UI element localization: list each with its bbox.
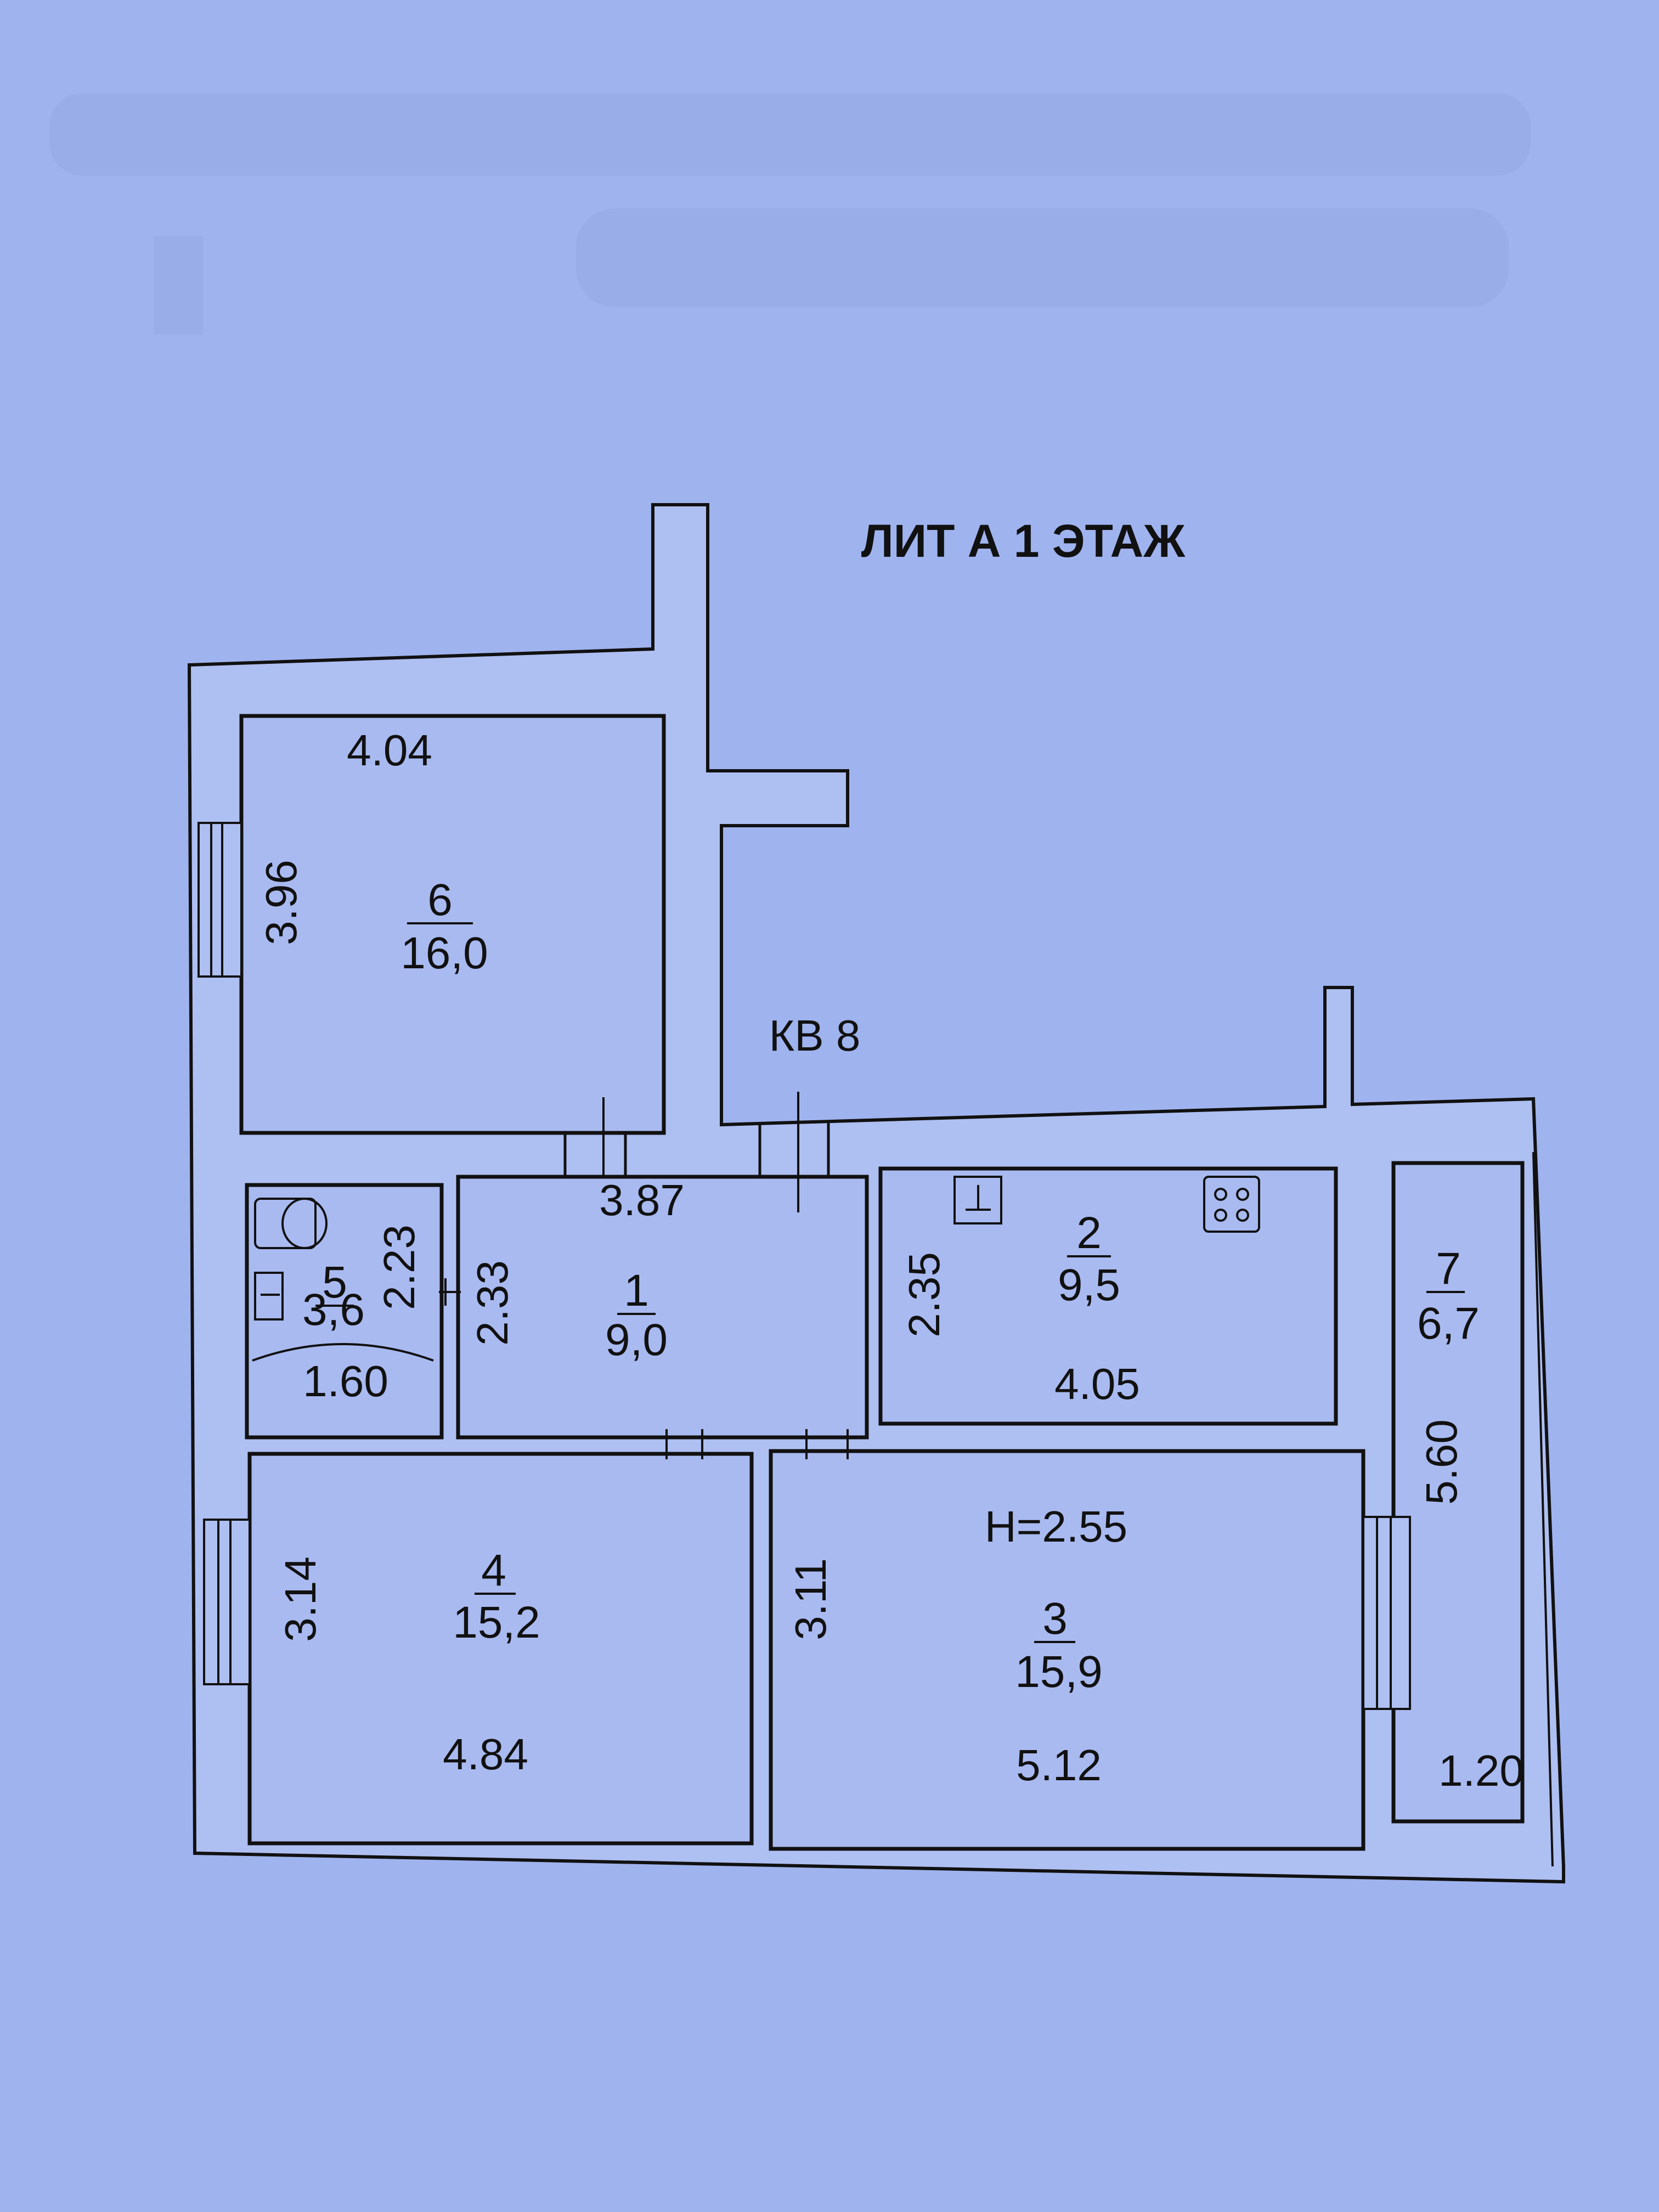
room-3-width: 5.12 bbox=[1016, 1741, 1102, 1790]
toilet-icon bbox=[254, 1198, 328, 1249]
room-7-area: 6,7 bbox=[1417, 1299, 1480, 1348]
doorway-5-1 bbox=[439, 1278, 461, 1306]
room-6-height: 3.96 bbox=[257, 860, 306, 945]
room-5-area: 3,6 bbox=[302, 1285, 365, 1335]
room-1-area: 9,0 bbox=[605, 1315, 668, 1365]
room-1-height: 2.33 bbox=[468, 1260, 517, 1346]
room-7-number: 7 bbox=[1436, 1244, 1461, 1294]
room-1-number: 1 bbox=[624, 1266, 649, 1316]
window-room-6 bbox=[198, 822, 242, 978]
room-1-width: 3.87 bbox=[599, 1176, 685, 1224]
room-4-width: 4.84 bbox=[443, 1730, 528, 1779]
ceiling-height-label: H=2.55 bbox=[985, 1502, 1127, 1551]
room-5-width: 1.60 bbox=[303, 1357, 388, 1406]
doorway-1-4 bbox=[665, 1429, 703, 1459]
room-number-bars bbox=[315, 922, 1465, 1643]
stove-icon bbox=[1203, 1176, 1260, 1233]
doorway-1-3 bbox=[805, 1429, 849, 1459]
room-6-number: 6 bbox=[427, 875, 453, 925]
outer-wall-inner-line bbox=[1532, 1152, 1554, 1867]
room-2-height: 2.35 bbox=[900, 1252, 949, 1338]
room-4-height: 3.14 bbox=[276, 1556, 325, 1642]
room-4-number: 4 bbox=[481, 1545, 506, 1595]
window-room-3 bbox=[1362, 1516, 1411, 1710]
room-6-width: 4.04 bbox=[347, 726, 432, 775]
bleed-through bbox=[49, 93, 1531, 335]
room-7-height: 5.60 bbox=[1417, 1419, 1466, 1505]
plan-title: ЛИТ А 1 ЭТАЖ bbox=[861, 515, 1186, 567]
room-5-height: 2.23 bbox=[375, 1224, 424, 1310]
room-4 bbox=[247, 1452, 754, 1846]
room-7-width: 1.20 bbox=[1438, 1746, 1524, 1795]
room-4-area: 15,2 bbox=[453, 1598, 540, 1647]
room-3 bbox=[769, 1449, 1365, 1851]
room-2-area: 9,5 bbox=[1058, 1260, 1120, 1310]
bathtub-icon bbox=[252, 1272, 434, 1362]
room-1 bbox=[456, 1175, 869, 1440]
sink-icon bbox=[953, 1176, 1002, 1224]
apartment-label: КВ 8 bbox=[769, 1011, 861, 1060]
room-3-number: 3 bbox=[1042, 1594, 1068, 1644]
doorway-6-1 bbox=[563, 1097, 627, 1177]
room-3-area: 15,9 bbox=[1015, 1647, 1103, 1697]
room-2-width: 4.05 bbox=[1054, 1359, 1140, 1408]
room-5 bbox=[245, 1183, 444, 1440]
room-5-number: 5 bbox=[322, 1257, 347, 1307]
room-7 bbox=[1391, 1161, 1525, 1824]
entrance-door bbox=[758, 1092, 830, 1212]
room-6-area: 16,0 bbox=[400, 928, 488, 978]
window-room-4 bbox=[203, 1519, 251, 1685]
room-2-number: 2 bbox=[1076, 1208, 1102, 1258]
room-3-height: 3.11 bbox=[786, 1558, 835, 1640]
